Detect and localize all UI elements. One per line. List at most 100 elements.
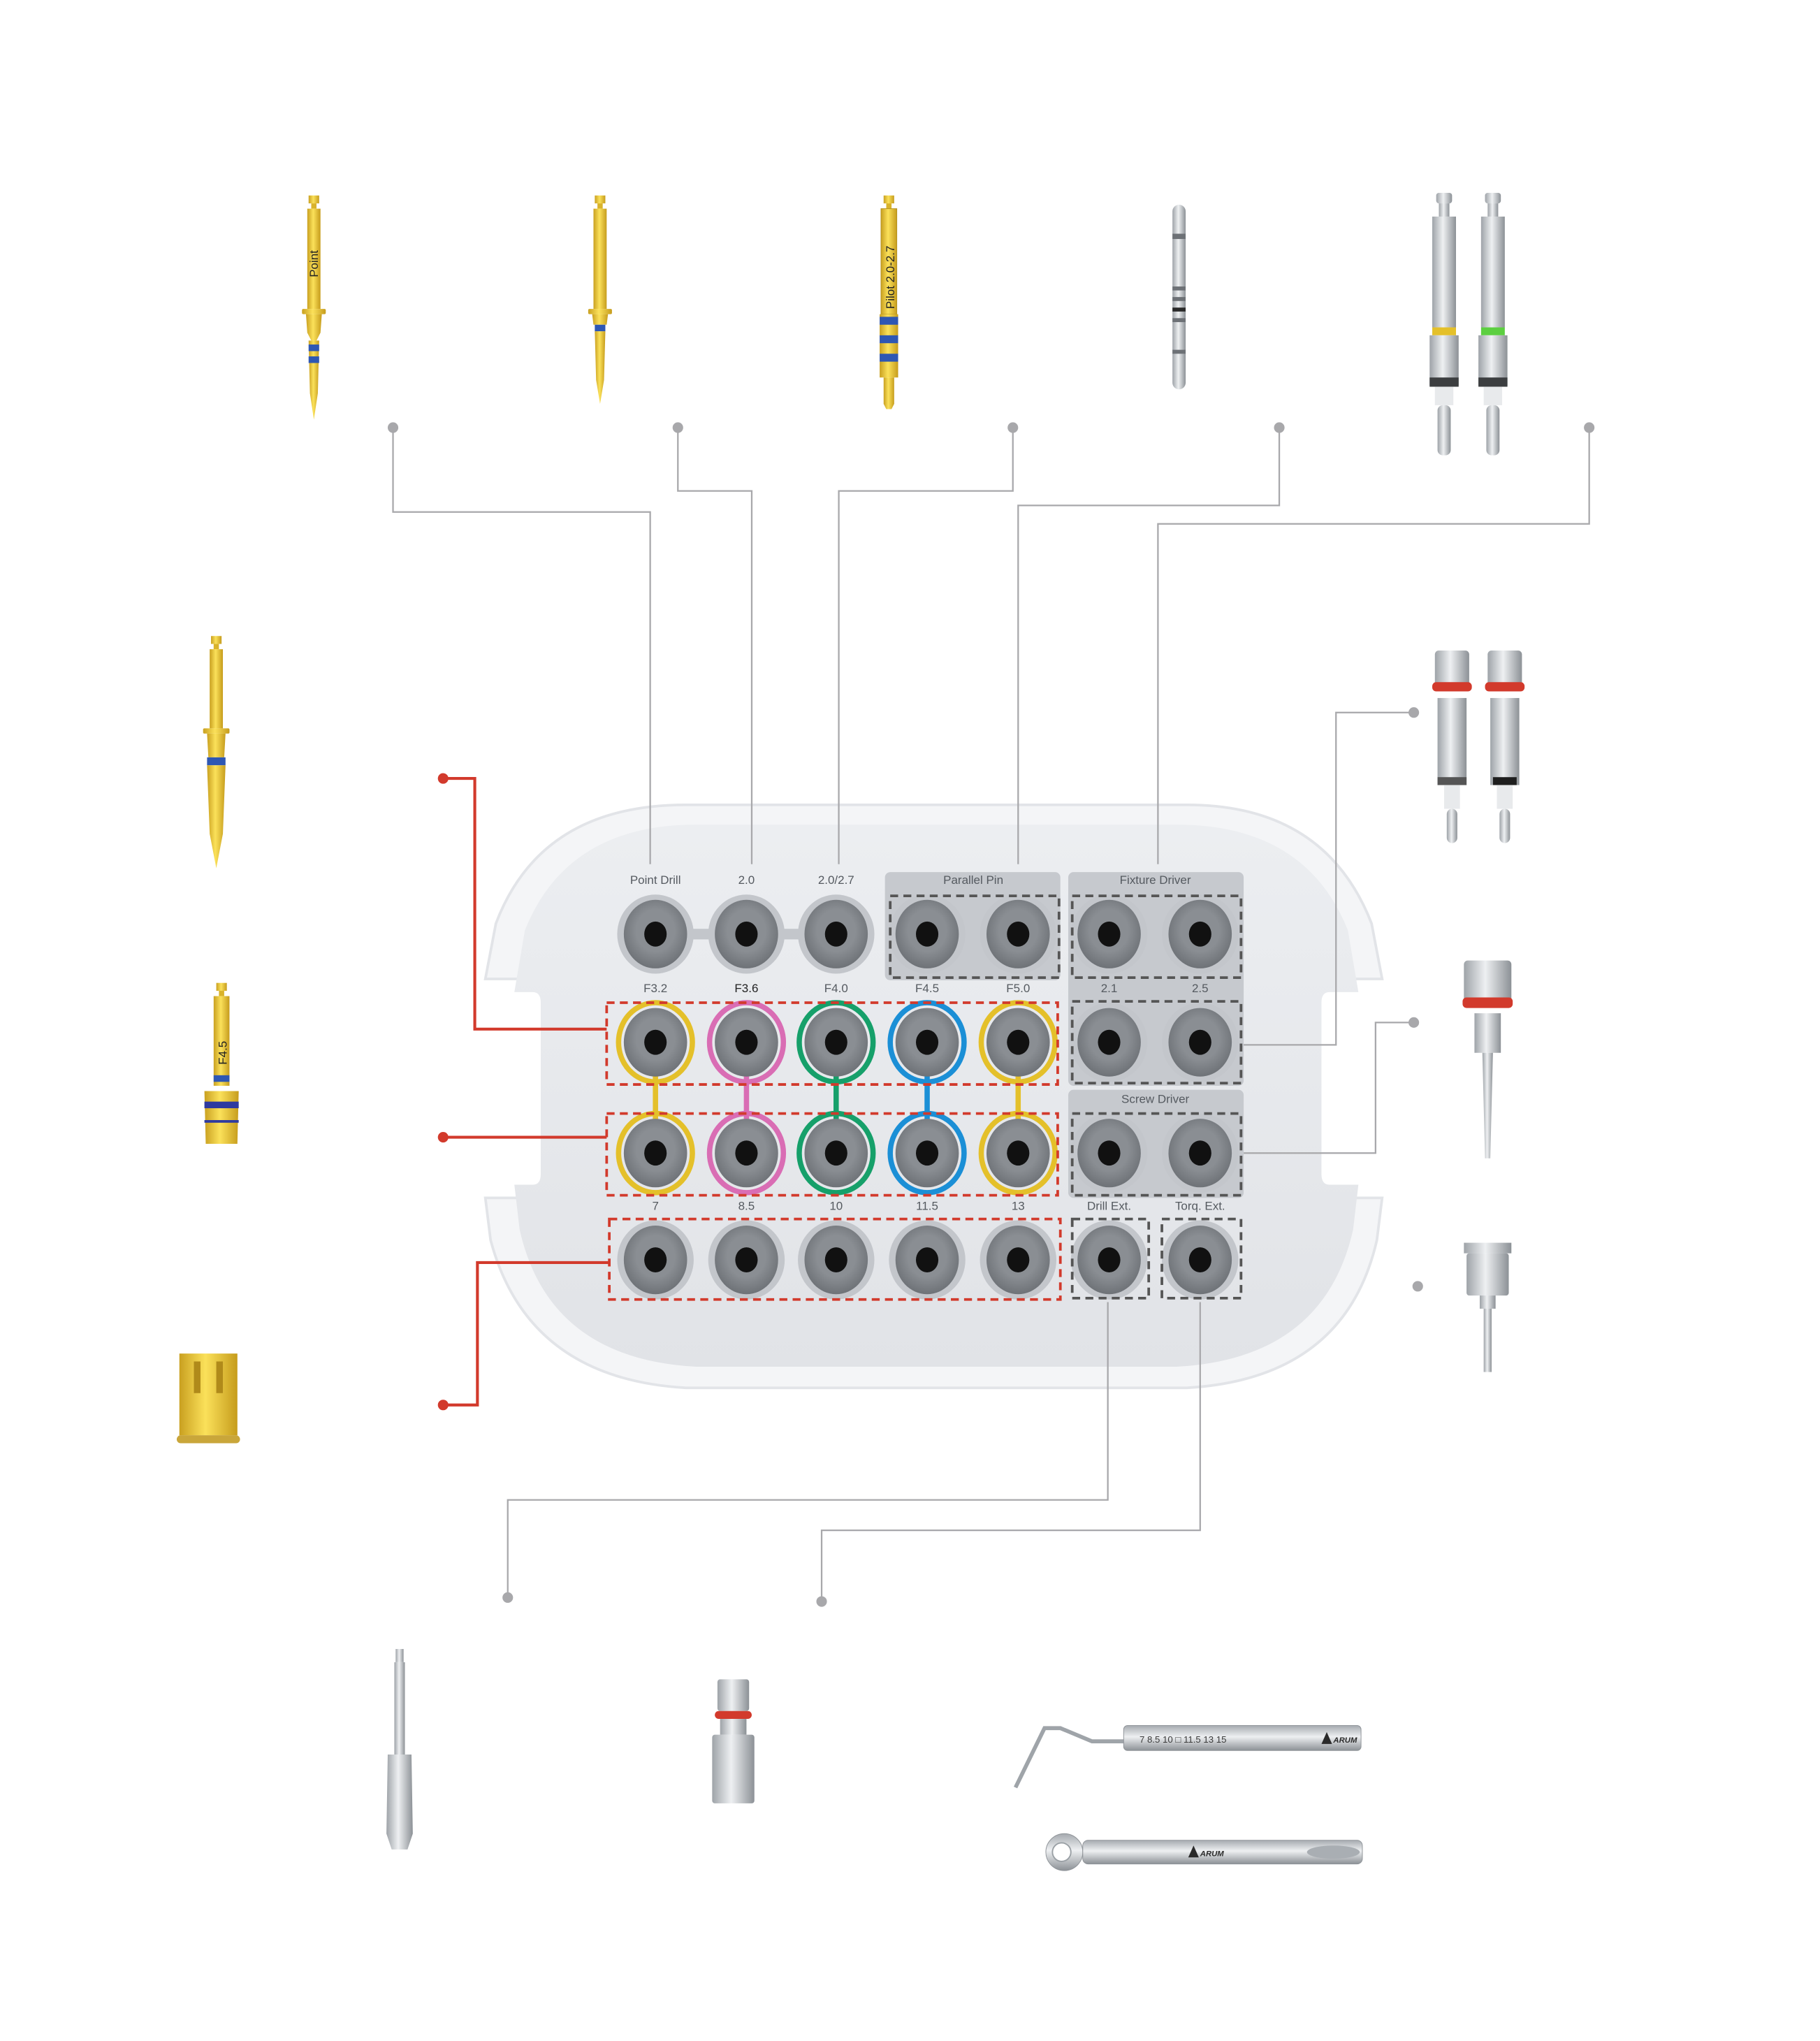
well-point-drill[interactable] — [617, 894, 694, 974]
well-fixture-row1-5[interactable] — [978, 1000, 1058, 1085]
label-fixture-driver: Fixture Driver — [1120, 873, 1191, 887]
leader-fixture-driver — [1157, 427, 1590, 864]
red-leader-lines — [443, 777, 610, 1407]
dot-pilot-drill — [1007, 422, 1019, 433]
leader-screw-driver — [1244, 1022, 1414, 1154]
dashed-fixture-driver-bottom — [1070, 1000, 1243, 1085]
dot-drill-2-0 — [672, 422, 683, 433]
well-hole — [1098, 1247, 1121, 1273]
well-hole — [1188, 1140, 1211, 1166]
well-length-4[interactable] — [889, 1220, 966, 1300]
well-hole — [915, 1029, 939, 1055]
well-fixture-row2-2[interactable] — [706, 1110, 787, 1196]
well-hole — [1188, 1247, 1211, 1273]
label-f3-6: F3.6 — [734, 982, 758, 995]
well-hole — [1098, 1029, 1121, 1055]
well-screw-driver-1[interactable] — [1070, 1113, 1148, 1193]
well-fixture-row2-3[interactable] — [796, 1110, 876, 1196]
well-hole — [1007, 921, 1030, 947]
label-length-8-5: 8.5 — [738, 1199, 755, 1212]
well-hole — [824, 1029, 847, 1055]
twist-drill-2-0[interactable] — [588, 195, 612, 405]
well-hole — [735, 921, 758, 947]
fixture-driver-green[interactable] — [1478, 192, 1508, 456]
pilot-drill-2-0-2-7[interactable]: Pilot 2.0-2.7 — [880, 195, 898, 409]
well-drill-2-0-2-7[interactable] — [798, 894, 875, 974]
red-dot-3 — [437, 1400, 449, 1411]
well-torq-ext[interactable] — [1162, 1220, 1239, 1300]
well-fixture-driver-2-5[interactable] — [1162, 1003, 1239, 1082]
dot-drill-ext — [502, 1592, 514, 1603]
depth-gauge[interactable]: 7 8.5 10 □ 11.5 13 15 ARUM — [1013, 1724, 1362, 1789]
well-fixture-row2-1[interactable] — [616, 1110, 695, 1196]
leader-drill-ext — [507, 1302, 1109, 1597]
leader-drill-2-0 — [677, 427, 753, 864]
color-ring — [616, 1110, 695, 1196]
arum-logo-icon — [1188, 1845, 1199, 1858]
well-parallel-pin-1[interactable] — [889, 894, 966, 974]
connector-f5-0 — [1015, 1068, 1021, 1121]
wrench-hole — [1051, 1842, 1072, 1862]
fixture-driver-yellow[interactable] — [1429, 192, 1459, 456]
cortical-drill-label: F4.5 — [217, 1041, 230, 1065]
dashed-torq-ext — [1160, 1217, 1243, 1300]
well-fixture-row1-4[interactable] — [887, 1000, 967, 1085]
point-drill[interactable]: Point — [302, 195, 326, 420]
dashed-fixture-row-2 — [605, 1112, 1059, 1197]
torque-extension[interactable] — [712, 1679, 755, 1803]
dot-torq-ext — [816, 1596, 827, 1607]
leader-parallel-pin — [1017, 427, 1281, 864]
surgical-tray: Point Drill 2.0 2.0/2.7 Parallel Pin Fix… — [483, 803, 1384, 1390]
dashed-fixture-driver-top — [1070, 894, 1243, 980]
final-drill[interactable] — [203, 636, 230, 869]
label-length-7: 7 — [652, 1199, 658, 1212]
connector-f4-5 — [924, 1068, 930, 1121]
well-fixture-row1-2[interactable] — [706, 1000, 787, 1085]
hex-screw-driver-long[interactable] — [1462, 960, 1513, 1158]
depth-gauge-brand: ARUM — [1332, 1736, 1357, 1745]
label-length-13: 13 — [1012, 1199, 1025, 1212]
fixture-mount-pair[interactable] — [1432, 651, 1525, 843]
leader-pilot-drill — [838, 427, 1014, 864]
connector-f3-2 — [653, 1068, 658, 1121]
well-fixture-row1-3[interactable] — [796, 1000, 876, 1085]
well-fixture-row1-1[interactable] — [616, 1000, 695, 1085]
red-leader-final-drill — [443, 777, 607, 1031]
torque-wrench[interactable]: ARUM — [1045, 1833, 1363, 1871]
dashed-screw-driver — [1070, 1112, 1243, 1197]
fixture-mount-2[interactable] — [1485, 651, 1525, 843]
well-fixture-row2-5[interactable] — [978, 1110, 1058, 1196]
well-fixture-driver-2-1[interactable] — [1070, 1003, 1148, 1082]
dashed-groups — [605, 894, 1243, 1301]
well-length-3[interactable] — [798, 1220, 875, 1300]
dot-screw-driver-short — [1412, 1281, 1423, 1292]
well-length-5[interactable] — [980, 1220, 1057, 1300]
well-screw-driver-2[interactable] — [1162, 1113, 1239, 1193]
well-drill-2-0[interactable] — [708, 894, 785, 974]
well-drill-ext[interactable] — [1070, 1220, 1148, 1300]
parallel-pin[interactable] — [1172, 204, 1186, 390]
well-hole — [1007, 1140, 1030, 1166]
drill-stopper[interactable] — [176, 1353, 240, 1444]
well-fixture-row2-4[interactable] — [887, 1110, 967, 1196]
hex-screw-driver-short[interactable] — [1464, 1242, 1512, 1372]
gray-leader-dots — [387, 422, 1595, 1607]
fixture-mount-1[interactable] — [1432, 651, 1472, 843]
leader-fixture-mount — [1244, 711, 1414, 1046]
well-fixture-driver-1[interactable] — [1070, 894, 1148, 974]
fixture-driver-long-pair[interactable] — [1429, 192, 1508, 456]
well-hole — [644, 921, 667, 947]
well-hole — [915, 921, 939, 947]
well-parallel-pin-2[interactable] — [980, 894, 1057, 974]
cortical-drill-f4-5[interactable]: F4.5 — [204, 982, 239, 1144]
well-hole — [735, 1140, 758, 1166]
dot-fixture-mount — [1408, 707, 1420, 718]
well-hole — [1098, 1140, 1121, 1166]
drill-extension[interactable] — [386, 1648, 413, 1850]
well-length-1[interactable] — [617, 1220, 694, 1300]
well-hole — [735, 1029, 758, 1055]
well-length-2[interactable] — [708, 1220, 785, 1300]
label-drill-ext: Drill Ext. — [1087, 1199, 1131, 1212]
arum-logo-icon — [1321, 1731, 1332, 1744]
well-fixture-driver-2[interactable] — [1162, 894, 1239, 974]
